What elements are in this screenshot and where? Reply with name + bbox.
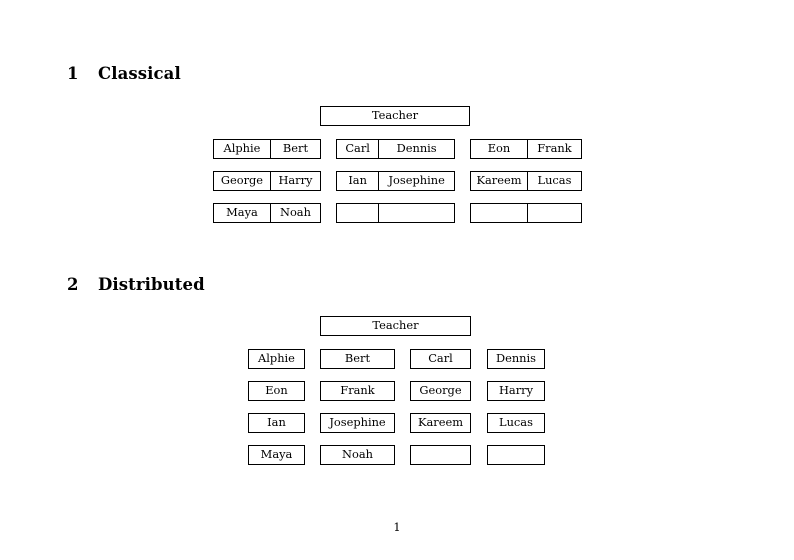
group-cell-label: Dennis xyxy=(396,140,437,155)
node-label: Noah xyxy=(342,446,373,461)
teacher-box-classical[interactable]: Teacher xyxy=(320,106,470,126)
group-cell[interactable]: Lucas xyxy=(526,172,581,190)
group-cell[interactable]: Kareem xyxy=(471,172,527,190)
group-cell-label: Kareem xyxy=(476,172,522,187)
node-box[interactable] xyxy=(487,445,545,465)
node-label: Harry xyxy=(498,382,534,397)
group-cell-label: Lucas xyxy=(537,172,572,187)
node-box[interactable] xyxy=(410,445,471,465)
group-row[interactable]: Kareem Lucas xyxy=(470,171,582,191)
group-cell-label: Eon xyxy=(487,140,511,155)
node-label: George xyxy=(419,382,462,397)
group-cell-label: Noah xyxy=(279,204,311,219)
group-cell-label: George xyxy=(220,172,264,187)
node-box[interactable]: George xyxy=(410,381,471,401)
group-row[interactable]: Carl Dennis xyxy=(336,139,455,159)
group-row[interactable]: Maya Noah xyxy=(213,203,321,223)
group-row[interactable] xyxy=(336,203,455,223)
section-number: 2 xyxy=(67,275,79,294)
group-row[interactable]: George Harry xyxy=(213,171,321,191)
group-cell-label: Alphie xyxy=(223,140,261,155)
page-number: 1 xyxy=(393,520,401,534)
node-box[interactable]: Maya xyxy=(248,445,305,465)
group-cell[interactable]: Noah xyxy=(269,204,320,222)
group-cell[interactable]: Harry xyxy=(269,172,320,190)
node-label: Frank xyxy=(340,382,375,397)
node-box[interactable]: Carl xyxy=(410,349,471,369)
teacher-box-distributed[interactable]: Teacher xyxy=(320,316,471,336)
group-cell[interactable]: Alphie xyxy=(214,140,270,158)
group-cell[interactable]: Carl xyxy=(337,140,378,158)
group-cell-label: Harry xyxy=(278,172,313,187)
section-heading-distributed: 2 Distributed xyxy=(67,275,205,294)
node-box[interactable]: Ian xyxy=(248,413,305,433)
group-row[interactable]: Alphie Bert xyxy=(213,139,321,159)
node-box[interactable]: Lucas xyxy=(487,413,545,433)
group-cell[interactable] xyxy=(378,204,454,222)
node-label: Dennis xyxy=(495,350,537,365)
group-cell[interactable]: George xyxy=(214,172,270,190)
group-row[interactable]: Eon Frank xyxy=(470,139,582,159)
group-cell-label: Bert xyxy=(282,140,309,155)
group-cell-label: Maya xyxy=(226,204,258,219)
group-cell[interactable] xyxy=(471,204,527,222)
node-box[interactable]: Dennis xyxy=(487,349,545,369)
node-label: Ian xyxy=(267,414,286,429)
group-cell-label: Frank xyxy=(537,140,572,155)
node-box[interactable]: Kareem xyxy=(410,413,471,433)
node-box[interactable]: Bert xyxy=(320,349,395,369)
node-box[interactable]: Eon xyxy=(248,381,305,401)
group-cell[interactable]: Dennis xyxy=(378,140,454,158)
node-label: Alphie xyxy=(258,350,295,365)
node-label: Kareem xyxy=(417,414,464,429)
group-cell[interactable] xyxy=(337,204,378,222)
group-cell[interactable]: Ian xyxy=(337,172,378,190)
group-row[interactable]: Ian Josephine xyxy=(336,171,455,191)
group-cell[interactable] xyxy=(526,204,581,222)
section-heading-classical: 1 Classical xyxy=(67,64,181,83)
group-row[interactable] xyxy=(470,203,582,223)
group-cell[interactable]: Maya xyxy=(214,204,270,222)
section-title: Classical xyxy=(98,64,181,83)
group-cell-label: Carl xyxy=(345,140,370,155)
node-label: Josephine xyxy=(329,414,386,429)
group-cell[interactable]: Eon xyxy=(471,140,527,158)
node-label: Carl xyxy=(428,350,453,365)
group-cell[interactable]: Josephine xyxy=(378,172,454,190)
node-box[interactable]: Frank xyxy=(320,381,395,401)
teacher-label: Teacher xyxy=(371,107,419,122)
group-cell[interactable]: Frank xyxy=(526,140,581,158)
node-label: Lucas xyxy=(499,414,533,429)
node-label: Bert xyxy=(344,350,371,365)
group-cell[interactable]: Bert xyxy=(269,140,320,158)
section-title: Distributed xyxy=(98,275,205,294)
node-label: Maya xyxy=(260,446,293,461)
section-number: 1 xyxy=(67,64,79,83)
node-box[interactable]: Josephine xyxy=(320,413,395,433)
node-box[interactable]: Noah xyxy=(320,445,395,465)
node-box[interactable]: Harry xyxy=(487,381,545,401)
node-box[interactable]: Alphie xyxy=(248,349,305,369)
teacher-label: Teacher xyxy=(372,317,419,332)
group-cell-label: Ian xyxy=(348,172,367,187)
group-cell-label: Josephine xyxy=(388,172,445,187)
node-label: Eon xyxy=(265,382,288,397)
